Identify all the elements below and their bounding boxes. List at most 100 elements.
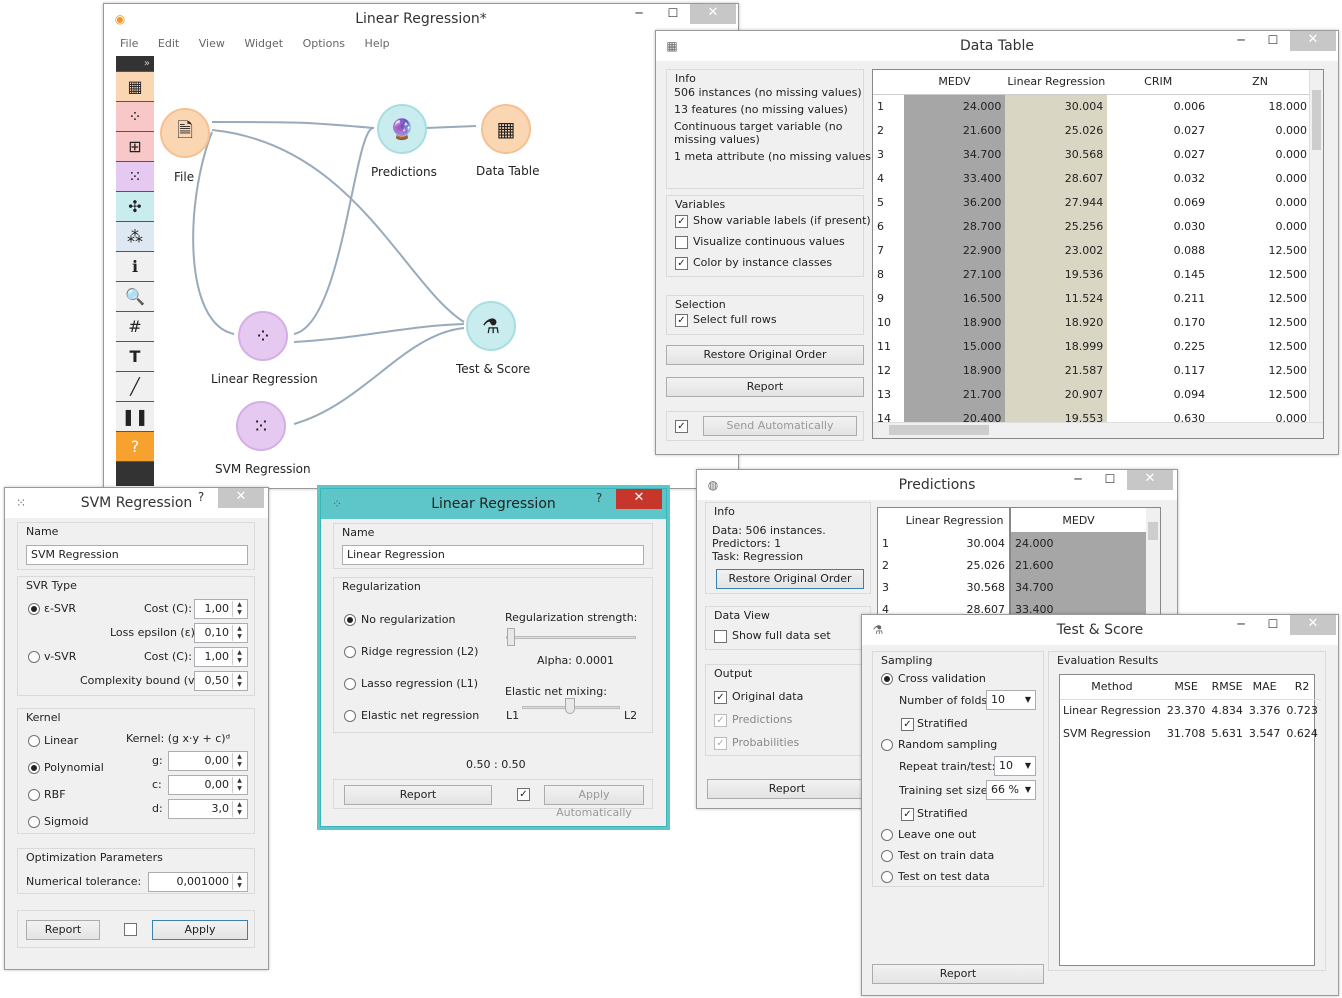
table-cell[interactable]: SVM Regression — [1063, 727, 1151, 740]
show-labels-checkbox[interactable]: ✓ — [675, 215, 688, 228]
maximize-button[interactable]: ☐ — [1267, 33, 1279, 47]
column-header[interactable]: MEDV — [938, 75, 971, 89]
table-cell[interactable]: 0.030 — [1173, 219, 1206, 233]
grid-icon[interactable]: # — [116, 312, 154, 342]
table-cell[interactable]: 0.006 — [1173, 99, 1206, 113]
table-cell[interactable]: 0.000 — [1275, 219, 1308, 233]
menu-help[interactable]: Help — [364, 37, 390, 50]
esvr-radio[interactable] — [28, 603, 40, 615]
table-cell[interactable]: 12.500 — [1268, 387, 1308, 401]
table-cell[interactable]: 21.587 — [1005, 358, 1108, 382]
table-cell[interactable]: 28.607 — [1005, 166, 1108, 190]
column-header[interactable]: ZN — [1252, 75, 1268, 89]
table-cell[interactable]: 0.145 — [1173, 267, 1206, 281]
table-cell[interactable]: 31.708 — [1166, 727, 1206, 740]
column-header[interactable]: MEDV — [1009, 508, 1146, 532]
svm-apply-button[interactable]: Apply — [152, 920, 248, 940]
table-cell[interactable]: 28.700 — [903, 214, 1006, 238]
elastic-radio[interactable] — [344, 710, 356, 722]
table-cell[interactable]: 3.547 — [1248, 727, 1281, 740]
table-cell[interactable]: 23.002 — [1005, 238, 1108, 262]
table-cell[interactable]: 27.944 — [1005, 190, 1108, 214]
row-header[interactable]: 5 — [877, 195, 884, 209]
table-cell[interactable]: 0.211 — [1173, 291, 1206, 305]
row-header[interactable]: 8 — [877, 267, 884, 281]
row-header[interactable]: 2 — [877, 123, 884, 137]
table-cell[interactable]: 0.000 — [1275, 123, 1308, 137]
linreg-name-input[interactable]: Linear Regression — [342, 545, 644, 565]
random-sampling-radio[interactable] — [881, 739, 893, 751]
maximize-button[interactable]: ☐ — [1267, 617, 1279, 631]
repeat-combo[interactable]: 10 — [994, 756, 1036, 776]
help-button[interactable]: ? — [595, 491, 603, 505]
vertical-scrollbar[interactable] — [1146, 508, 1160, 614]
show-full-checkbox[interactable] — [714, 630, 727, 643]
table-cell[interactable]: 21.600 — [903, 118, 1006, 142]
tol-spin[interactable]: 0,001000 — [148, 872, 248, 892]
row-header[interactable]: 6 — [877, 219, 884, 233]
close-button[interactable]: ✕ — [1290, 31, 1336, 51]
zoom-icon[interactable]: 🔍 — [116, 282, 154, 312]
column-header[interactable]: CRIM — [1144, 75, 1173, 89]
table-cell[interactable]: 36.200 — [903, 190, 1006, 214]
table-cell[interactable]: Linear Regression — [1063, 704, 1161, 718]
predictions-checkbox[interactable]: ✓ — [714, 714, 727, 727]
send-auto-checkbox[interactable]: ✓ — [675, 420, 688, 433]
visualize-category-icon[interactable]: ⁘ — [116, 102, 154, 132]
table-cell[interactable]: 18.000 — [1268, 99, 1308, 113]
close-button[interactable]: ✕ — [616, 489, 662, 509]
column-header[interactable]: MAE — [1252, 680, 1277, 694]
table-cell[interactable]: 23.370 — [1166, 704, 1206, 718]
table-cell[interactable]: 12.500 — [1268, 243, 1308, 257]
row-header[interactable]: 13 — [877, 387, 891, 401]
kernel-sigmoid-radio[interactable] — [28, 816, 40, 828]
minimize-button[interactable]: ─ — [1237, 617, 1245, 631]
table-cell[interactable]: 22.900 — [903, 238, 1006, 262]
table-cell[interactable]: 30.568 — [966, 580, 1006, 594]
table-cell[interactable]: 0.225 — [1173, 339, 1206, 353]
svm-name-input[interactable]: SVM Regression — [26, 545, 248, 565]
toolbox-collapse-button[interactable]: » — [116, 56, 154, 72]
table-cell[interactable]: 0.027 — [1173, 123, 1206, 137]
close-button[interactable]: ✕ — [1127, 470, 1173, 490]
data-table-node[interactable]: ▦ — [481, 104, 531, 154]
table-cell[interactable]: 12.500 — [1268, 291, 1308, 305]
table-cell[interactable]: 0.723 — [1286, 704, 1318, 718]
table-cell[interactable]: 3.376 — [1248, 704, 1281, 718]
table-cell[interactable]: 0.000 — [1275, 171, 1308, 185]
column-header[interactable]: R2 — [1294, 680, 1310, 694]
evaluate-category-icon[interactable]: ✣ — [116, 192, 154, 222]
table-cell[interactable]: 25.026 — [966, 558, 1006, 572]
table-cell[interactable]: 24.000 — [903, 94, 1006, 118]
table-cell[interactable]: 0.170 — [1173, 315, 1206, 329]
strength-slider-track[interactable] — [506, 636, 636, 639]
table-cell[interactable]: 20.907 — [1005, 382, 1108, 406]
row-header[interactable]: 1 — [882, 536, 889, 550]
table-cell[interactable]: 30.004 — [966, 536, 1006, 550]
visualize-checkbox[interactable] — [675, 236, 688, 249]
original-data-checkbox[interactable]: ✓ — [714, 691, 727, 704]
table-cell[interactable]: 24.000 — [1009, 532, 1146, 554]
vsvr-radio[interactable] — [28, 651, 40, 663]
arrow-annotation-icon[interactable]: ╱ — [116, 372, 154, 402]
close-button[interactable]: ✕ — [690, 4, 736, 24]
corner-header[interactable] — [878, 508, 900, 532]
table-cell[interactable]: 0.027 — [1173, 147, 1206, 161]
row-header[interactable]: 10 — [877, 315, 891, 329]
table-cell[interactable]: 30.568 — [1005, 142, 1108, 166]
table-cell[interactable]: 18.920 — [1005, 310, 1108, 334]
table-cell[interactable]: 0.000 — [1275, 411, 1308, 425]
svm-regression-node[interactable]: ⁙ — [236, 401, 286, 451]
kernel-polynomial-radio[interactable] — [28, 762, 40, 774]
lasso-radio[interactable] — [344, 678, 356, 690]
menu-file[interactable]: File — [120, 37, 139, 50]
